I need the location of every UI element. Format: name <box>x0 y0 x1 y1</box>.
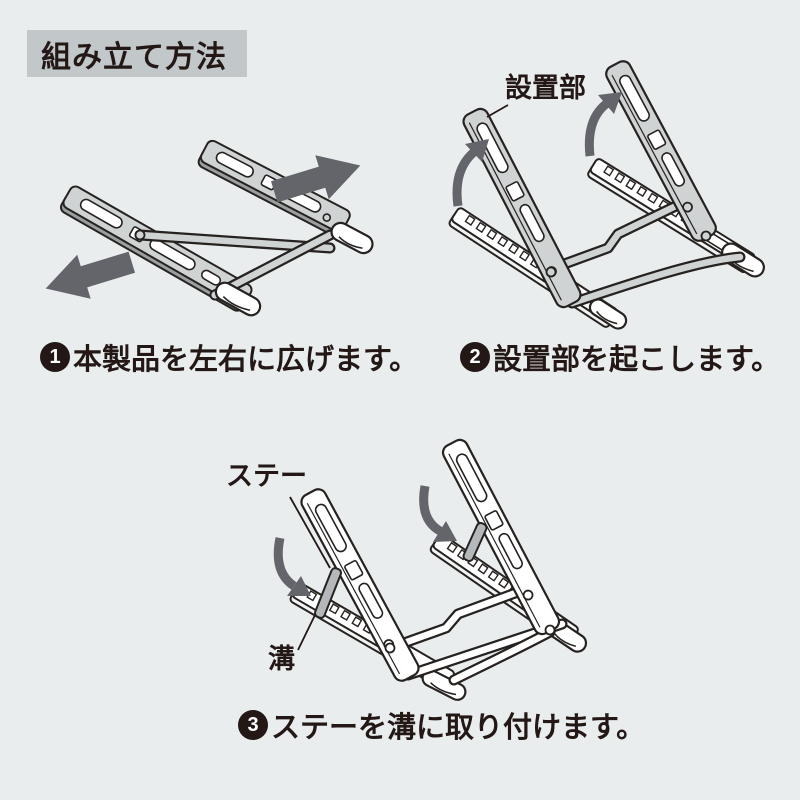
pivot <box>700 230 712 242</box>
step-2-illustration <box>448 60 765 330</box>
label-groove: 溝 <box>268 644 295 674</box>
rubber-foot <box>330 221 374 255</box>
pivot <box>384 642 396 654</box>
pivot <box>545 266 557 278</box>
step-3-caption: 3 ステーを溝に取り付けます。 <box>238 704 645 746</box>
folded-rail-front <box>59 185 253 312</box>
pivot <box>544 624 556 636</box>
step-2-caption: 2 設置部を起こします。 <box>460 336 780 378</box>
installation-part-right <box>605 60 717 242</box>
rubber-foot <box>214 281 262 317</box>
leader-line-installation-part <box>486 104 509 118</box>
curved-arrow-lower-right-icon <box>419 485 457 542</box>
label-stay: ステー <box>226 461 307 491</box>
step-2-number-badge: 2 <box>460 342 490 372</box>
step-1-caption-text: 本製品を左右に広げます。 <box>73 344 419 376</box>
leader-line-stay <box>289 496 331 569</box>
step-1-caption: 1 本製品を左右に広げます。 <box>40 336 418 378</box>
page-title: 組み立て方法 <box>27 30 247 77</box>
scissor-links <box>542 198 746 309</box>
leader-line-groove <box>297 614 316 651</box>
page-title-text: 組み立て方法 <box>41 40 227 74</box>
curved-arrow-raise-left-icon <box>452 139 489 207</box>
block-arrow-up-right-icon <box>270 155 361 203</box>
installation-part-right <box>441 438 561 636</box>
installation-part-left <box>462 107 582 309</box>
block-arrow-down-left-icon <box>45 251 136 299</box>
stay-right <box>462 522 488 562</box>
label-installation-part: 設置部 <box>505 73 586 103</box>
stay-left <box>313 567 343 619</box>
step-3-number-badge: 3 <box>238 710 268 740</box>
step-1-number-badge: 1 <box>40 342 70 372</box>
step-2-caption-text: 設置部を起こします。 <box>493 344 781 376</box>
rubber-foot <box>588 298 628 330</box>
step-3-illustration <box>273 438 588 701</box>
step-1-illustration <box>45 139 374 317</box>
step-3-caption-text: ステーを溝に取り付けます。 <box>271 712 646 744</box>
curved-arrow-raise-right-icon <box>584 92 622 157</box>
installation-part-left <box>300 488 420 682</box>
curved-arrow-lower-left-icon <box>273 537 311 596</box>
